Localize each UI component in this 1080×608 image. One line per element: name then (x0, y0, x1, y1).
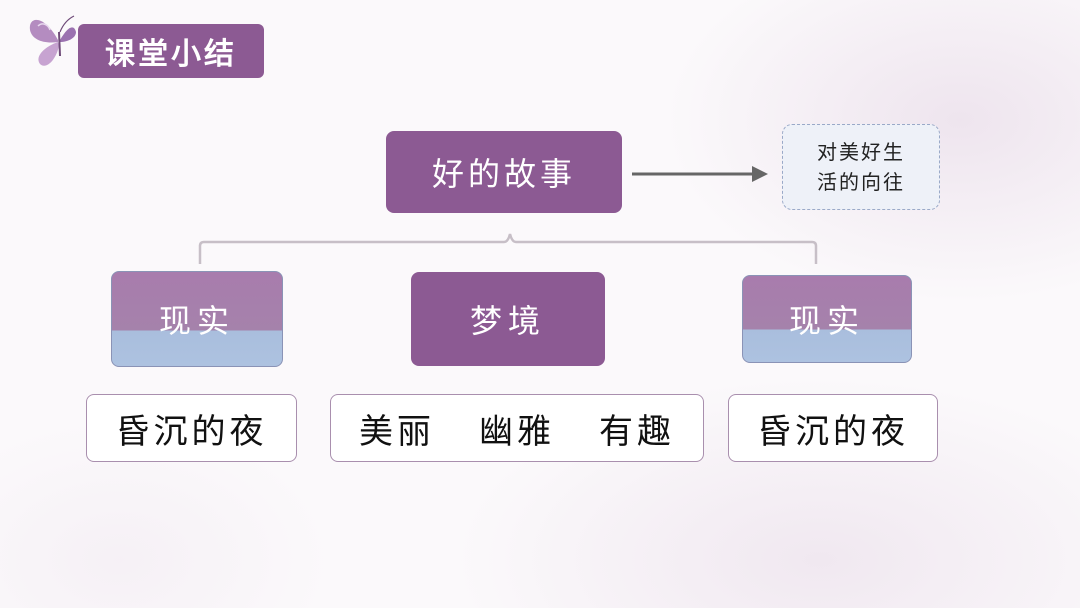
desc-reality-left: 昏沉的夜 (86, 394, 297, 462)
butterfly-icon (29, 15, 76, 66)
result-note: 对美好生 活的向往 (782, 124, 940, 210)
node-dream: 梦境 (411, 272, 605, 366)
note-line-2: 活的向往 (817, 170, 905, 194)
node-reality-right: 现实 (742, 275, 912, 363)
desc-reality-right: 昏沉的夜 (728, 394, 938, 462)
slide-title: 课堂小结 (78, 24, 264, 78)
desc-dream: 美丽 幽雅 有趣 (330, 394, 704, 462)
desc-word-elegant: 幽雅 (479, 411, 555, 452)
root-node: 好的故事 (386, 131, 622, 213)
note-line-1: 对美好生 (817, 140, 905, 164)
arrow-right-icon (632, 166, 768, 182)
node-reality-left: 现实 (111, 271, 283, 367)
desc-word-interesting: 有趣 (599, 411, 675, 452)
desc-word-beautiful: 美丽 (359, 411, 435, 452)
